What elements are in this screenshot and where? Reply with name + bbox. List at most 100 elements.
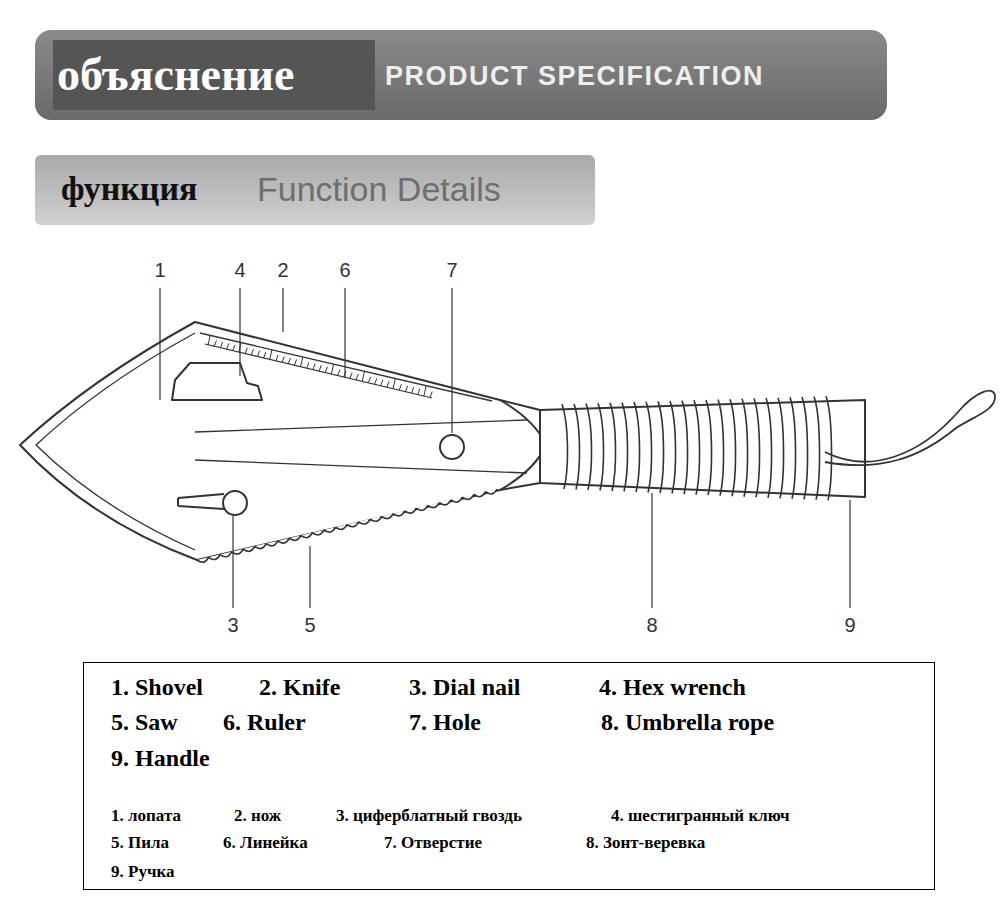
saw-tooth [370, 516, 382, 521]
callout-number: 6 [337, 259, 352, 281]
rope-winding [682, 401, 688, 494]
part-name-en: 2. Knife [259, 673, 340, 701]
part-name-en: 5. Saw [111, 708, 178, 736]
ruler-tick [264, 352, 266, 358]
part-name-ru: 2. нож [234, 806, 281, 826]
shovel-blade [20, 322, 546, 560]
part-name-en: 7. Hole [409, 708, 481, 736]
part-name-en: 1. Shovel [111, 673, 203, 701]
callout-number: 9 [842, 614, 857, 636]
header-band: объяснение PRODUCT SPECIFICATION [35, 30, 887, 120]
ruler-tick [313, 364, 315, 370]
rope-winding [658, 401, 664, 493]
ruler-tick [301, 357, 303, 367]
saw-tooth [347, 522, 359, 527]
rope-winding [730, 399, 736, 496]
callout-number: 1 [152, 259, 167, 281]
part-name-ru: 7. Отверстие [384, 833, 482, 853]
ruler-tick [418, 389, 420, 395]
header-title-ru: объяснение [57, 48, 294, 102]
saw-tooth [209, 555, 221, 560]
ruler-tick [220, 342, 222, 348]
ruler-tick [319, 365, 321, 371]
ruler-tick [338, 370, 340, 376]
rope-winding [706, 400, 712, 495]
ruler-tick [387, 381, 389, 387]
rope-winding [694, 400, 700, 494]
rope-winding [586, 404, 592, 490]
ruler-tick [375, 378, 377, 384]
rope-winding [718, 400, 724, 496]
rope-winding [790, 397, 796, 498]
callout-number: 4 [232, 259, 247, 281]
callout-number: 3 [225, 614, 240, 636]
section-title-ru: функция [61, 169, 197, 209]
blade-inner-rim [36, 333, 195, 550]
neck [500, 400, 540, 490]
rope-winding [634, 402, 640, 492]
rope-winding [610, 403, 616, 491]
saw-tooth [255, 544, 267, 549]
saw-tooth [393, 511, 405, 516]
handle [540, 400, 865, 497]
header-title-en: PRODUCT SPECIFICATION [385, 60, 764, 92]
section-title-en: Function Details [257, 169, 501, 209]
ruler-tick [356, 374, 358, 380]
rope-winding [574, 404, 580, 490]
knife-edge [200, 333, 492, 401]
rope-winding [826, 396, 832, 500]
callout-number: 2 [275, 259, 290, 281]
saw-tooth [266, 541, 278, 546]
ruler-tick [288, 358, 290, 364]
ruler-tick [276, 355, 278, 361]
saw-tooth [301, 533, 313, 538]
ruler-tick [412, 387, 414, 393]
saw-tooth [220, 552, 232, 557]
rope-winding [742, 399, 748, 497]
ruler-tick [381, 380, 383, 386]
part-name-ru: 3. циферблатный гвоздь [336, 806, 522, 826]
ruler-tick [227, 343, 229, 349]
saw-tooth [324, 527, 336, 532]
leader-lines [160, 288, 850, 608]
rope-winding [754, 398, 760, 497]
ruler-tick [430, 392, 432, 398]
saw-tooth [439, 500, 451, 505]
rope-winding [778, 398, 784, 499]
part-name-ru: 5. Пила [111, 833, 169, 853]
umbrella-rope-loop [825, 391, 995, 466]
saw-tooth [382, 514, 394, 519]
saw-tooth [278, 538, 290, 543]
ruler-tick [368, 377, 370, 383]
ruler-tick [331, 364, 333, 374]
ruler-tick [307, 362, 309, 368]
ruler-tick [362, 371, 364, 381]
saw-tooth [462, 494, 474, 499]
ruler-tick [233, 345, 235, 351]
part-name-en: 8. Umbrella rope [601, 708, 774, 736]
rope-winding [562, 404, 568, 489]
ruler-tick [214, 340, 216, 346]
rope-winding [802, 397, 808, 499]
saw-tooth [416, 505, 428, 510]
callout-number: 7 [444, 259, 459, 281]
ruler-tick [282, 357, 284, 363]
ruler-tick [208, 335, 210, 345]
hole [440, 435, 464, 459]
part-name-en: 9. Handle [111, 744, 210, 772]
saw-tooth [289, 535, 301, 540]
ruler-tick [424, 386, 426, 396]
part-name-ru: 4. шестигранный ключ [611, 806, 790, 826]
hex-wrench-cutout [172, 363, 262, 400]
saw-tooth [243, 546, 255, 551]
ruler-tick [399, 384, 401, 390]
saw-tooth [405, 508, 417, 513]
ruler-tick [325, 367, 327, 373]
rope-winding [670, 401, 676, 494]
rope-winding [622, 402, 628, 491]
saw-tooth [312, 530, 324, 535]
ruler-tick [350, 373, 352, 379]
saw-tooth [335, 525, 347, 530]
rope-winding [766, 398, 772, 498]
